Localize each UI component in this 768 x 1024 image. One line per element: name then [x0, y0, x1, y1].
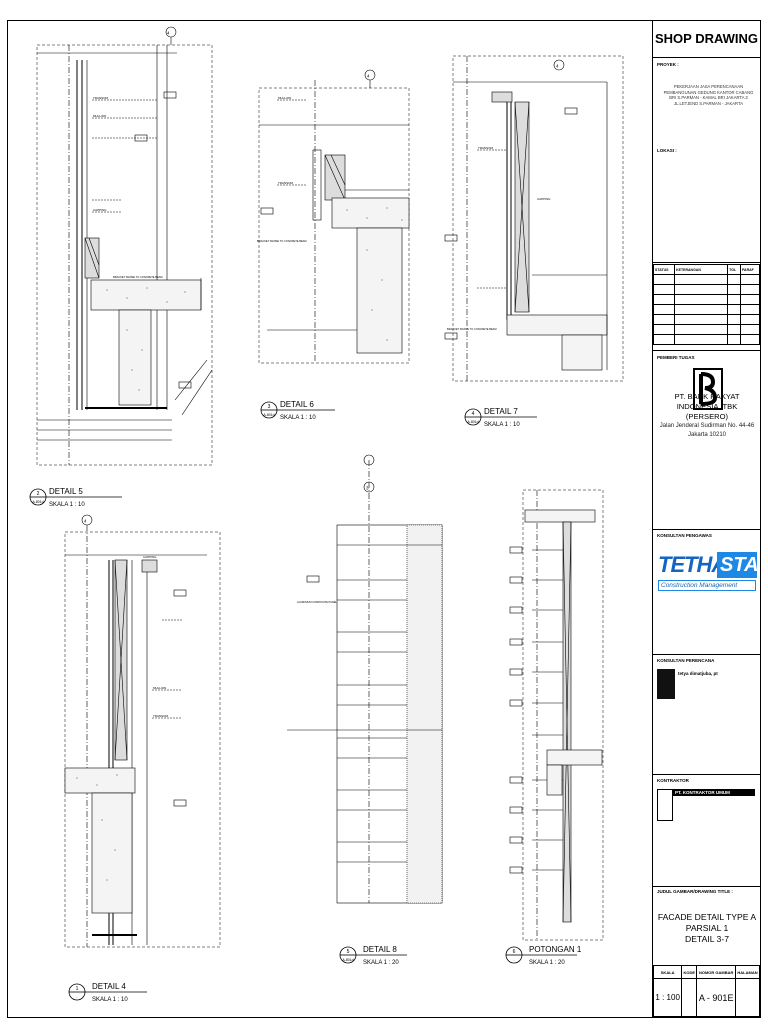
- kontraktor-label: KONTRAKTOR: [657, 778, 689, 783]
- sheet-title: SHOP DRAWING: [653, 20, 760, 58]
- halaman-header: HALAMAN: [735, 965, 760, 979]
- konsultan-perencana-section: KONSULTAN PERENCANA tetya dimatjuba, pt: [653, 655, 760, 775]
- bri-logo-icon: [693, 368, 723, 410]
- potongan-1-number: 6: [513, 949, 516, 955]
- perencana-logo-icon: [657, 669, 675, 699]
- detail-6-drawing: [258, 69, 410, 364]
- detail-6-scale: SKALA 1 : 10: [280, 415, 316, 421]
- label-bracket-d6: BRACKET FRAME TO CONCRETE BEAM: [257, 239, 307, 243]
- detail-4-title: DETAIL 4: [92, 982, 126, 991]
- drawing-title-section: JUDUL GAMBAR/DRAWING TITLE :: [653, 887, 760, 965]
- detail-7-title: DETAIL 7: [484, 407, 518, 416]
- potongan-1-title: POTONGAN 1: [529, 945, 582, 954]
- potongan-1-scale: SKALA 1 : 20: [529, 960, 565, 966]
- grid-marker-d7: 4: [556, 64, 559, 69]
- detail-8-title: DETAIL 8: [363, 945, 397, 954]
- title-block: SHOP DRAWING PROYEK : PEKERJAAN JASA PER…: [652, 20, 761, 1018]
- detail-8-scale: SKALA 1 : 20: [363, 960, 399, 966]
- project-section: PROYEK : PEKERJAAN JASA PERENCANAAN PEMB…: [653, 58, 760, 263]
- drawing-info-table: SKALA KODE NOMOR GAMBAR HALAMAN 1 : 100 …: [652, 965, 760, 1018]
- drawing-title: FACADE DETAIL TYPE A PARSIAL 1 DETAIL 3-…: [655, 912, 759, 945]
- lokasi-label: LOKASI :: [657, 148, 677, 153]
- detail-4-scale: SKALA 1 : 10: [92, 997, 128, 1003]
- detail-6-number: 3: [268, 404, 271, 410]
- status-header: STATUS: [652, 264, 676, 275]
- detail-8-number: 5: [347, 949, 350, 955]
- detail-5-sheet: A-801d: [32, 500, 43, 504]
- kontraktor-name: PT. KONTRAKTOR UMUM: [673, 789, 755, 796]
- skala-header: SKALA: [652, 965, 683, 979]
- kontraktor-section: KONTRAKTOR PT. KONTRAKTOR UMUM: [653, 775, 760, 887]
- label-capping-d4: CAPPING: [143, 555, 157, 559]
- tgl-header: TGL: [727, 264, 741, 275]
- label-capping-d7: CAPPING: [537, 197, 551, 201]
- label-bracket-d5: BRACKET FRAME TO CONCRETE BEAM: [113, 275, 163, 279]
- detail-7-number: 4: [472, 411, 475, 417]
- tetha-sta: STA: [717, 552, 759, 578]
- detail-4-sheet: -: [76, 995, 78, 999]
- label-mullion-d5: MULLION: [93, 114, 106, 118]
- project-text: PEKERJAAN JASA PERENCANAAN PEMBANGUNAN G…: [663, 84, 754, 106]
- konsultan-perencana-label: KONSULTAN PERENCANA: [657, 658, 715, 663]
- label-transom-d7: TRANSOM: [478, 146, 494, 150]
- label-transom-d5: TRANSOM: [93, 96, 109, 100]
- label-bracket-d7: BRACKET FRAME TO CONCRETE BEAM: [447, 327, 497, 331]
- detail-7-scale: SKALA 1 : 10: [484, 422, 520, 428]
- keterangan-header: KETERANGAN: [674, 264, 729, 275]
- client-address: Jalan Jenderal Sudirman No. 44-46 Jakart…: [659, 423, 755, 438]
- detail-4-drawing: [64, 514, 221, 948]
- drawing-title-line-1: FACADE DETAIL TYPE A: [657, 912, 757, 922]
- potongan-1-drawing: [509, 489, 604, 941]
- drawing-sheet-border: [7, 20, 761, 1018]
- detail-8-drawing: [287, 454, 443, 904]
- detail-4-number: 1: [76, 986, 79, 992]
- konsultan-pengawas-label: KONSULTAN PENGAWAS: [657, 533, 712, 538]
- client-name: PT. BANK RAKYAT INDONESIA, TBK (PERSERO): [674, 392, 740, 421]
- label-capping-d5: CAPPING: [93, 208, 107, 212]
- detail-8-sheet: A-801d: [342, 958, 353, 962]
- drawing-title-line-2: PARSIAL 1: [685, 923, 729, 933]
- detail-6-title: DETAIL 6: [280, 400, 314, 409]
- tetha-logo: TETHA STA Construction Management: [658, 552, 759, 600]
- label-aluminium-d8: ALUMINIUM COMPOSITE PANEL: [297, 600, 337, 604]
- tetha-word: TETHA: [658, 552, 727, 577]
- nomor-gambar-header: NOMOR GAMBAR: [696, 965, 737, 979]
- paraf-header: PARAF: [739, 264, 761, 275]
- client-section: PEMBERI TUGAS: [653, 350, 760, 530]
- status-table: STATUS KETERANGAN TGL PARAF: [652, 264, 761, 350]
- label-mullion-d4: MULLION: [153, 686, 166, 690]
- potongan-1-sheet: -: [513, 958, 515, 962]
- detail-7-sheet: A-801d: [467, 420, 478, 424]
- detail-5-title: DETAIL 5: [49, 487, 83, 496]
- proyek-label: PROYEK :: [657, 62, 679, 67]
- kode-header: KODE: [681, 965, 698, 979]
- kontraktor-logo-icon: [657, 789, 673, 821]
- details-canvas: 4 4 4 4 3 TRANSOM MULLION CAPPING MULLIO…: [29, 26, 624, 1003]
- label-mullion-d6: MULLION: [278, 96, 291, 100]
- grid-marker-d8: 3: [366, 486, 369, 491]
- drawing-title-line-3: DETAIL 3-7: [685, 934, 729, 944]
- drawing-area: 4 4 4 4 3 TRANSOM MULLION CAPPING MULLIO…: [7, 20, 652, 1018]
- label-transom-d6: TRANSOM: [278, 181, 294, 185]
- perencana-name: tetya dimatjuba, pt: [678, 671, 718, 676]
- grid-marker-d4: 4: [84, 519, 87, 524]
- pemberi-tugas-label: PEMBERI TUGAS: [657, 355, 695, 360]
- detail-5-number: 2: [37, 491, 40, 497]
- scale-value: 1 : 100: [652, 978, 683, 1017]
- grid-marker-d6: 4: [367, 74, 370, 79]
- detail-5-scale: SKALA 1 : 10: [49, 502, 85, 508]
- label-transom-d4: TRANSOM: [153, 714, 169, 718]
- detail-7-drawing: [444, 55, 624, 382]
- detail-5-drawing: [36, 26, 213, 466]
- construction-management: Construction Management: [658, 580, 756, 591]
- grid-marker-d5: 4: [167, 31, 170, 36]
- judul-gambar-label: JUDUL GAMBAR/DRAWING TITLE :: [657, 889, 733, 894]
- konsultan-pengawas-section: KONSULTAN PENGAWAS: [653, 530, 760, 655]
- detail-6-sheet: A-801d: [263, 413, 274, 417]
- drawing-number: A - 901E: [696, 978, 737, 1017]
